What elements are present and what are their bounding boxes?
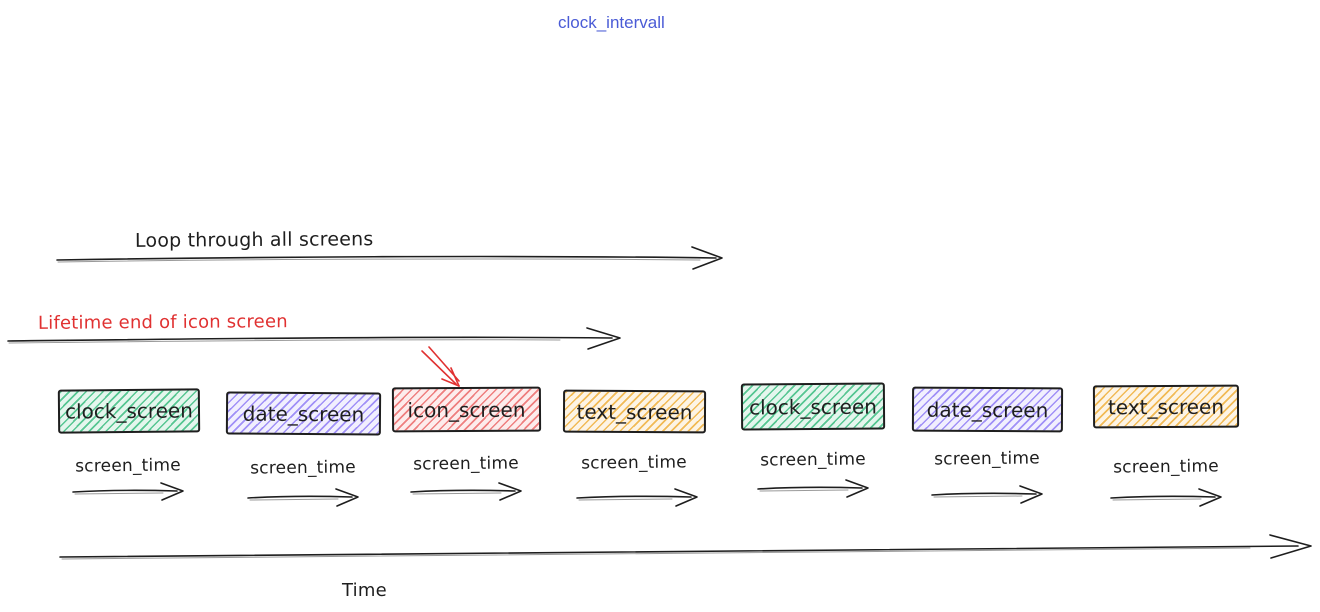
screen-box-clock-2: clock_screen	[740, 382, 886, 431]
screen-time-arrow-5	[757, 479, 869, 498]
screen-box-label: clock_screen	[64, 398, 194, 424]
screen-time-arrow-6	[931, 485, 1043, 504]
screen-box-date-2: date_screen	[911, 386, 1064, 433]
screen-time-arrow-4	[576, 488, 698, 507]
screen-time-label-6: screen_time	[934, 448, 1040, 470]
screen-box-label: clock_screen	[748, 394, 878, 419]
screen-time-arrow-3	[410, 482, 522, 501]
loop-arrow-label: Loop through all screens	[134, 228, 374, 252]
screen-box-label: text_screen	[1107, 394, 1225, 419]
time-axis-label: Time	[342, 580, 387, 601]
screen-box-text-1: text_screen	[562, 389, 707, 434]
screen-time-arrow-1	[72, 482, 184, 501]
screen-box-text-2: text_screen	[1092, 384, 1240, 429]
time-axis-arrow	[59, 534, 1312, 560]
screen-time-arrow-2	[247, 488, 359, 507]
screen-box-label: text_screen	[576, 399, 693, 424]
lifetime-arrow-label: Lifetime end of icon screen	[37, 311, 288, 334]
screen-time-label-7: screen_time	[1113, 456, 1219, 478]
screen-box-clock-1: clock_screen	[57, 388, 201, 434]
screen-box-label: icon_screen	[407, 397, 526, 422]
icon-screen-pointer-arrow	[421, 346, 460, 387]
screen-time-label-1: screen_time	[75, 455, 181, 477]
screen-box-icon: icon_screen	[391, 386, 542, 433]
screen-box-label: date_screen	[926, 397, 1049, 422]
screen-time-label-3: screen_time	[413, 453, 519, 475]
screen-box-label: date_screen	[242, 401, 365, 426]
screen-time-label-2: screen_time	[250, 457, 356, 479]
screen-time-label-4: screen_time	[581, 452, 687, 474]
screen-time-arrow-7	[1110, 488, 1222, 507]
screen-box-date-1: date_screen	[225, 391, 382, 436]
diagram-title: clock_intervall	[558, 13, 665, 32]
screen-time-label-5: screen_time	[760, 449, 866, 471]
